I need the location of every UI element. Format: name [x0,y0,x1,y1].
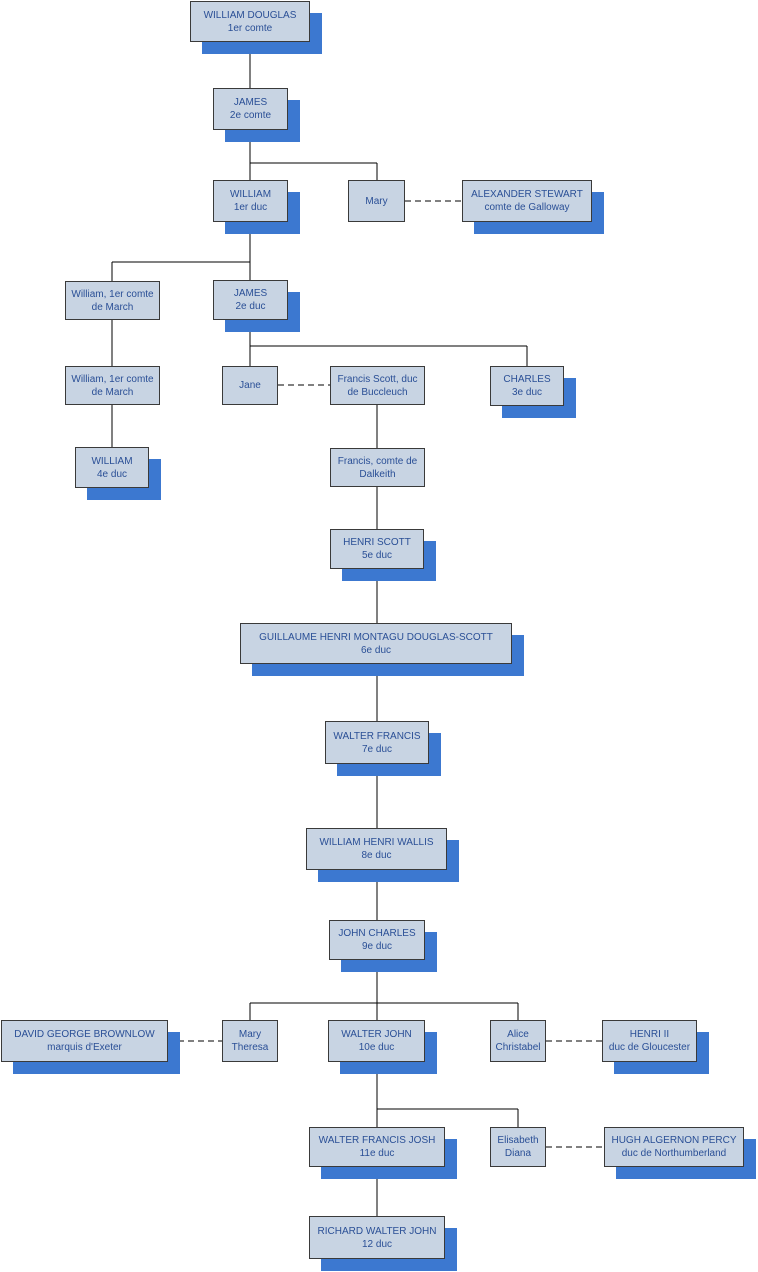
person-node-mary: Mary [348,180,405,222]
person-node-mary-theresa: Mary Theresa [222,1020,278,1062]
person-node-william-comte-de-march: William, 1er comte de March [65,281,160,320]
person-node-william-comte-de-march-2: William, 1er comte de March [65,366,160,405]
person-node-elisabeth-diana: Elisabeth Diana [490,1127,546,1167]
person-node-alice-christabel: Alice Christabel [490,1020,546,1062]
person-node-francis-scott: Francis Scott, duc de Buccleuch [330,366,425,405]
person-node-francis-dalkeith: Francis, comte de Dalkeith [330,448,425,487]
person-node-jane: Jane [222,366,278,405]
